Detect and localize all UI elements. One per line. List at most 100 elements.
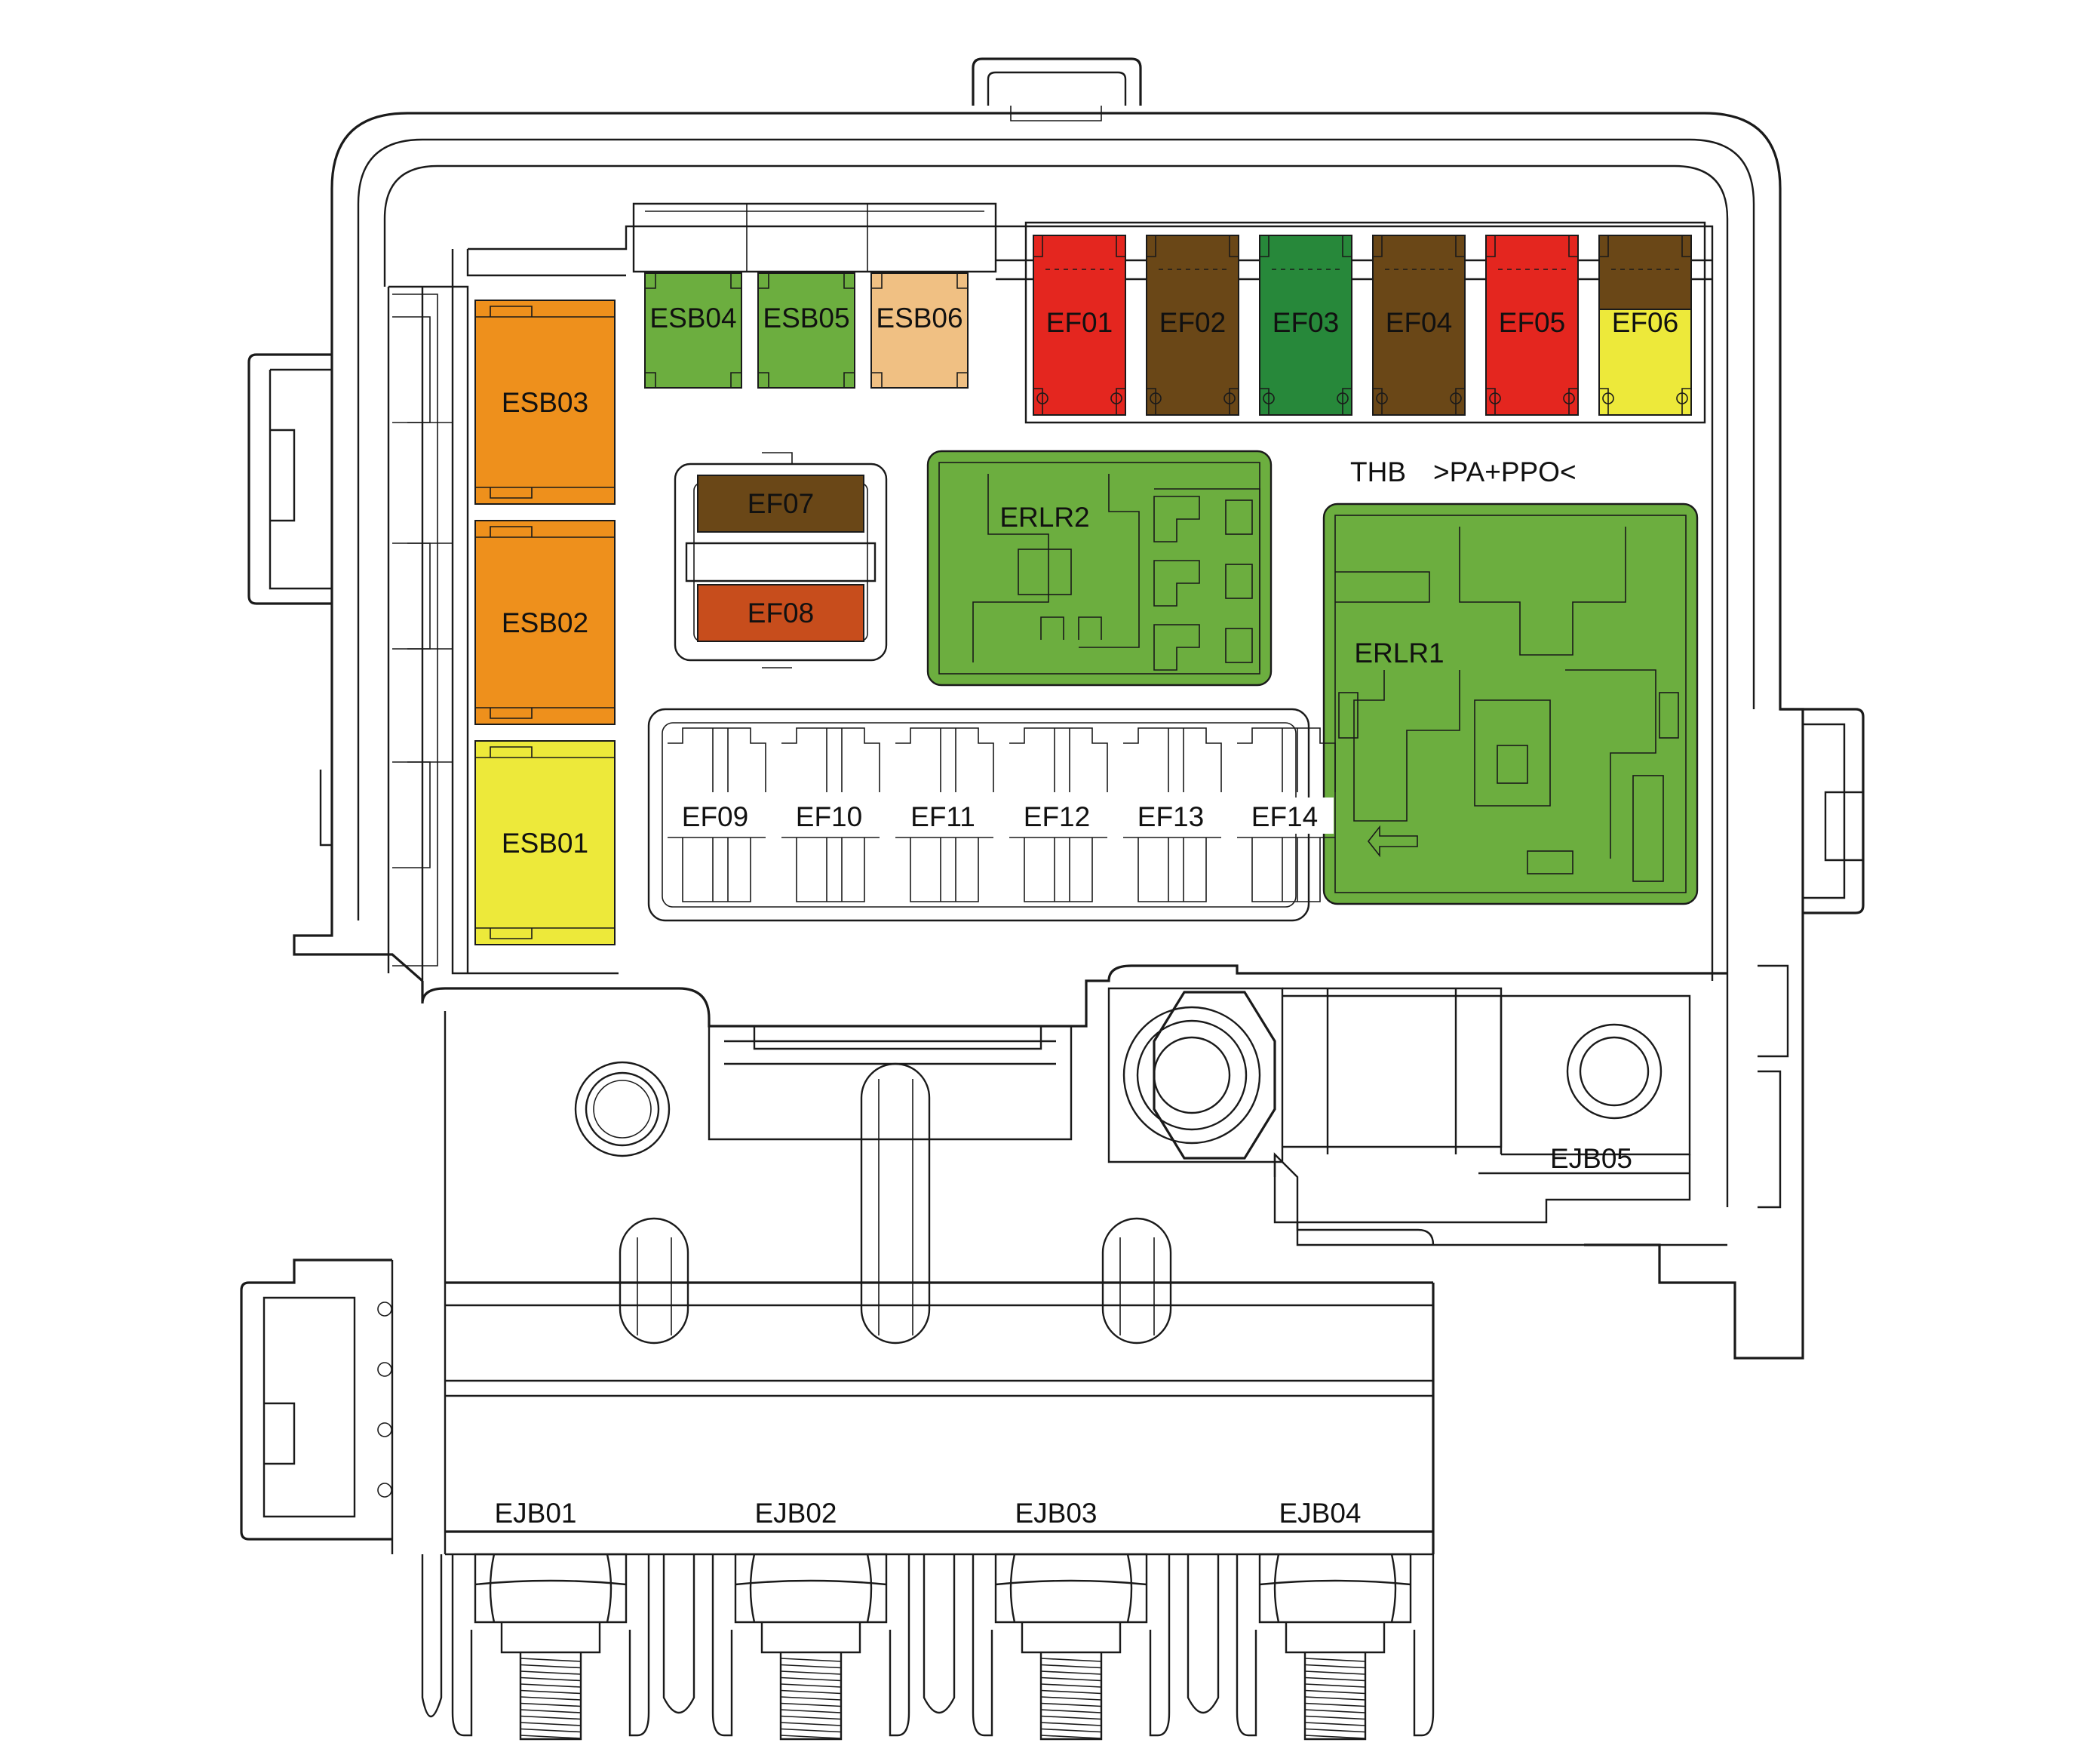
fuse-body (757, 272, 855, 389)
fuse-body (474, 520, 616, 725)
stud-thread (780, 1689, 842, 1695)
relay-contact (1659, 692, 1679, 739)
socket-lower-slot (826, 837, 843, 902)
fuse-label-ef01: EF01 (1046, 307, 1113, 338)
fuse-label-esb05: ESB05 (763, 303, 849, 333)
stud-thread (780, 1735, 842, 1739)
stud-thread (520, 1709, 582, 1713)
fuse-pin-right (1337, 392, 1349, 404)
fuse-body (870, 272, 969, 389)
nut (474, 1553, 628, 1624)
fuse-esb05: ESB05 (757, 272, 855, 389)
fuse-body-lower (1598, 309, 1692, 416)
fuse-label-ef04: EF04 (1386, 307, 1452, 338)
bracket-right (628, 1554, 650, 1737)
fuse-notch-top (1147, 235, 1239, 257)
nut (1258, 1553, 1412, 1624)
stud-thread (1040, 1728, 1102, 1733)
fuse-ef08: EF08 (697, 584, 864, 642)
stud-thread (1304, 1702, 1366, 1707)
relay-contact (1225, 564, 1253, 599)
stud-thread (1304, 1728, 1366, 1733)
fuse-ef07: EF07 (697, 475, 864, 533)
fuse-label-ef08: EF08 (748, 598, 814, 628)
stud-thread (520, 1689, 582, 1695)
nut-face (749, 1554, 873, 1623)
fuse-body (474, 740, 616, 945)
fuse-ef01: EF01 (1033, 235, 1126, 416)
nut (734, 1553, 888, 1624)
fuse-pin-right (1110, 392, 1122, 404)
fuse-notch-top (1599, 235, 1691, 257)
stud-thread (1040, 1715, 1102, 1720)
fuse-ef03: EF03 (1259, 235, 1352, 416)
nut-face (735, 1579, 887, 1586)
fuse-notch-top (1033, 235, 1125, 257)
stud-thread (1040, 1670, 1102, 1675)
stud-thread (1304, 1683, 1366, 1688)
fuse-ef09: EF09 (668, 727, 766, 902)
relay-body (1322, 502, 1699, 905)
fuse-notch-top (1486, 235, 1578, 257)
label-bg (1239, 798, 1334, 834)
fuse-label-ef07: EF07 (748, 488, 814, 519)
stud-thread (1304, 1664, 1366, 1669)
relay-trace (1154, 488, 1260, 670)
socket-lower-slot (712, 837, 729, 902)
stud-thread (780, 1722, 842, 1726)
fuse-notch-bottom (1147, 388, 1239, 415)
terminal-label-ejb02: EJB02 (754, 1498, 837, 1529)
fuse-body (697, 584, 864, 642)
fuse-notch-bottom (871, 372, 968, 388)
relay-trace (1079, 474, 1140, 648)
stud-thread (780, 1664, 842, 1669)
stud-thread (1304, 1689, 1366, 1695)
terminal-separator (421, 1554, 443, 1717)
stud (1303, 1652, 1367, 1741)
stud-thread (520, 1683, 582, 1688)
fuse-pin-left (1489, 392, 1501, 404)
fuse-notch-bottom (1373, 388, 1465, 415)
fuse-label-ef03: EF03 (1273, 307, 1339, 338)
bracket-left (1236, 1554, 1257, 1737)
fuse-ef12: EF12 (1009, 727, 1108, 902)
stud-thread (780, 1683, 842, 1688)
bracket-right (1149, 1554, 1171, 1737)
stud-thread (1304, 1722, 1366, 1726)
relay-contact (1225, 499, 1253, 535)
stud-thread (1040, 1735, 1102, 1739)
stud-thread (520, 1722, 582, 1726)
fuse-label-esb02: ESB02 (502, 607, 588, 638)
stud-thread (1040, 1658, 1102, 1662)
fuse-esb06: ESB06 (870, 272, 969, 389)
socket-upper (1009, 727, 1108, 792)
fuse-notch-bottom (758, 372, 855, 388)
fuse-label-ef13: EF13 (1138, 801, 1204, 832)
stud-thread (780, 1709, 842, 1713)
bracket-left (451, 1554, 473, 1737)
socket-upper (1237, 727, 1336, 792)
fuse-tab-top (490, 306, 533, 317)
fuse-notch-top (871, 273, 968, 289)
socket-lower-slot (1054, 837, 1070, 902)
fuse-pin-right (1450, 392, 1462, 404)
fuse-ef05: EF05 (1485, 235, 1579, 416)
fuse-pin-left (1376, 392, 1388, 404)
socket-lower (1237, 837, 1335, 902)
fuse-ef04: EF04 (1372, 235, 1466, 416)
socket-upper (1123, 727, 1222, 792)
relay-pad (1153, 496, 1200, 542)
relay-trace (1474, 699, 1551, 807)
fuse-label-ef02: EF02 (1159, 307, 1226, 338)
relay-trace (1353, 670, 1460, 822)
stud (779, 1652, 843, 1741)
stud-thread (520, 1696, 582, 1701)
stud-thread (780, 1728, 842, 1733)
fuse-ef14: EF14 (1237, 727, 1336, 902)
fuse-body-upper (1598, 235, 1692, 310)
bracket-left (972, 1554, 993, 1737)
socket-upper (781, 727, 880, 792)
